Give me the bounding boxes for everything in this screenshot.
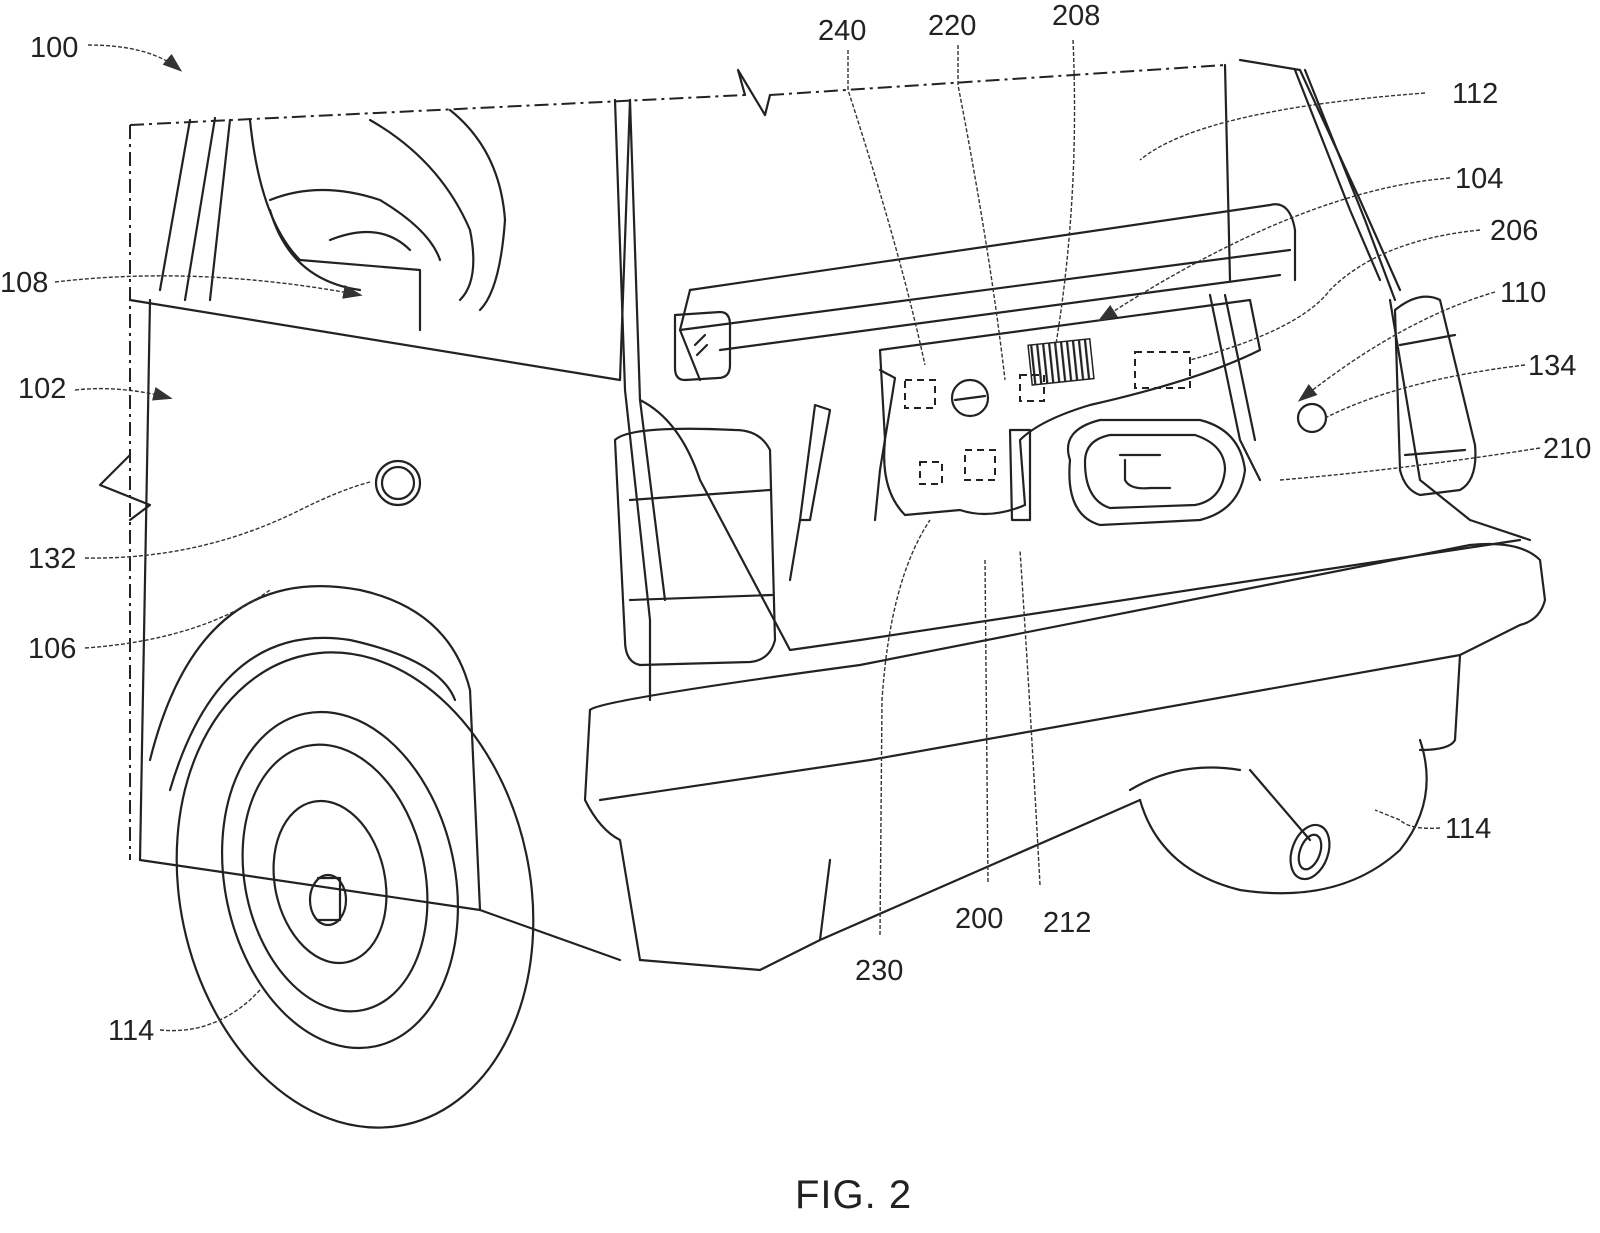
charge-port [1296,402,1328,434]
ref-106: 106 [28,633,76,665]
ref-220: 220 [928,10,976,42]
liftgate [1223,58,1402,302]
ref-230: 230 [855,955,903,987]
cabin-interior [248,108,507,332]
ref-206: 206 [1490,215,1538,247]
wheel-right [1128,738,1428,895]
rear-bumper [583,542,1547,972]
vehicle-side-body [128,98,667,962]
ref-112: 112 [1452,78,1498,110]
cable-coil [1066,418,1247,527]
figure-caption: FIG. 2 [795,1173,912,1217]
module-panel [878,298,1262,522]
ref-110: 110 [1500,277,1546,309]
ref-102: 102 [18,373,66,405]
leader-lines [54,39,1541,1032]
ref-114-right: 114 [1445,813,1491,845]
ref-240: 240 [818,15,866,47]
ref-108: 108 [0,267,48,299]
ref-132: 132 [28,543,76,575]
ref-134: 134 [1528,350,1576,382]
ref-208: 208 [1052,0,1100,32]
ref-212: 212 [1043,907,1091,939]
ref-114-left: 114 [108,1015,154,1047]
phantom-boundary [98,64,1226,860]
latch-bracket [673,310,732,382]
ref-104: 104 [1455,163,1503,195]
ref-100: 100 [30,32,78,64]
tail-light-left [613,427,777,667]
liftgate-strut [1208,293,1262,482]
reference-labels: 100 108 102 132 106 114 114 240 220 208 … [0,0,1591,1047]
cable-plug [788,368,897,582]
cargo-area [638,203,1532,652]
fuel-door [374,459,422,507]
wheel-left [148,585,535,1129]
ref-200: 200 [955,903,1003,935]
ref-210: 210 [1543,433,1591,465]
